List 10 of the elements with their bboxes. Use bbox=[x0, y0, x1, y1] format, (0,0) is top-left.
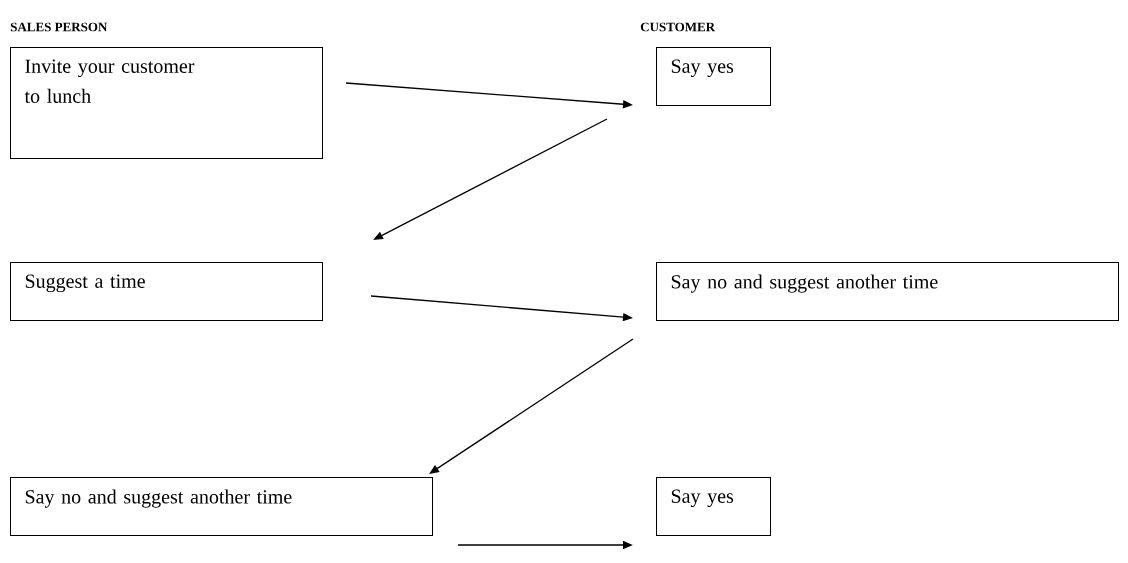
column-heading: CUSTOMER bbox=[640, 22, 716, 32]
arrow bbox=[429, 338, 634, 474]
arrow bbox=[373, 118, 608, 240]
process-box: Say no and suggest another time bbox=[656, 262, 1119, 321]
process-box: Say yes bbox=[656, 477, 771, 536]
process-box: Say no and suggest another time bbox=[10, 477, 433, 536]
process-box: Invite your customer to lunch bbox=[10, 47, 323, 159]
column-heading: SALES PERSON bbox=[10, 22, 108, 32]
process-box: Suggest a time bbox=[10, 262, 323, 321]
process-box: Say yes bbox=[656, 47, 771, 106]
